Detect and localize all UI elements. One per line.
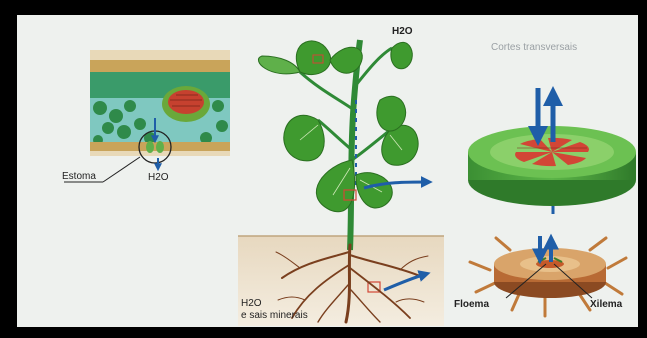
label-floema: Floema: [454, 299, 489, 310]
label-sais-minerais: e sais minerais: [241, 310, 308, 321]
label-h2o-top: H2O: [392, 26, 413, 37]
label-xilema: Xilema: [590, 299, 623, 310]
label-estoma: Estoma: [62, 171, 96, 182]
label-h2o-leaf: H2O: [148, 172, 169, 183]
label-h2o-root: H2O: [241, 298, 262, 309]
label-cortes-transversais: Cortes transversais: [491, 42, 577, 53]
